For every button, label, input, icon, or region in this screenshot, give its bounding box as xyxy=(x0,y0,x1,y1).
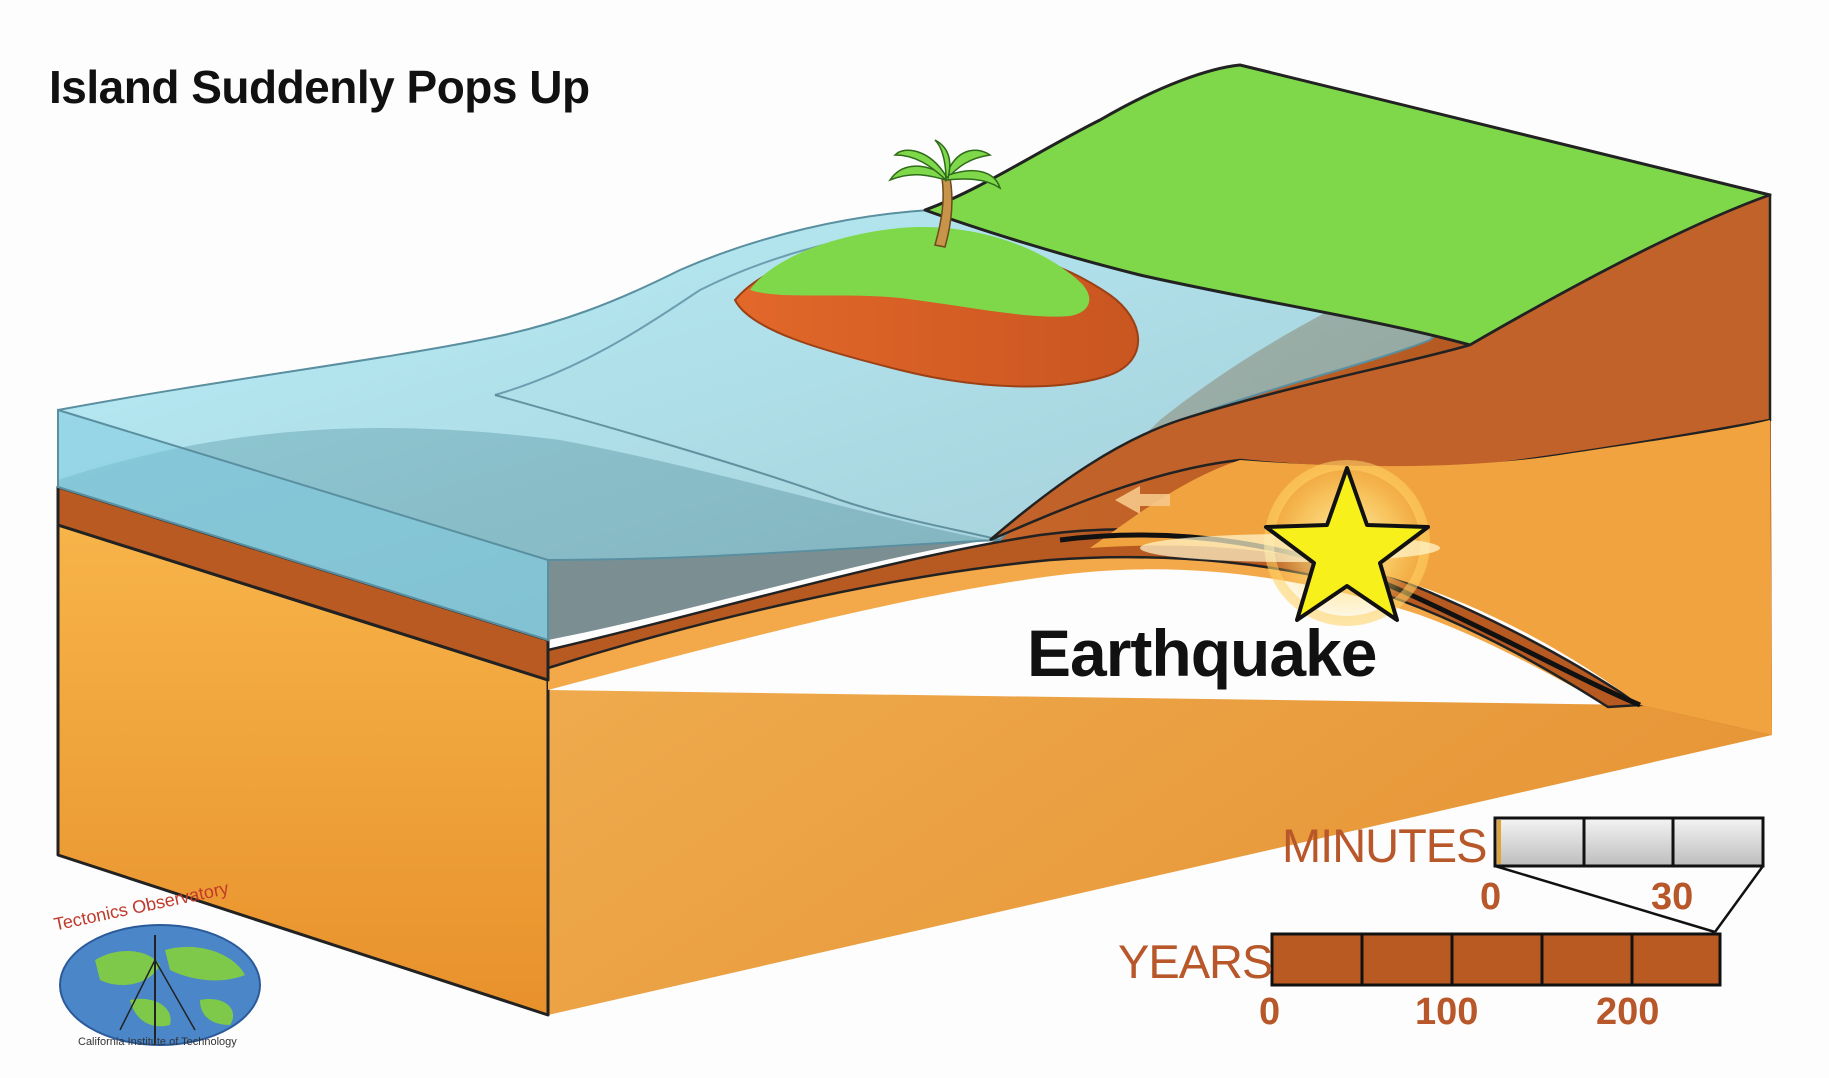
plate-motion-arrow-icon xyxy=(1115,486,1170,514)
years-label: YEARS xyxy=(1118,935,1273,988)
years-tick-100: 100 xyxy=(1415,991,1479,1033)
wave-line-front xyxy=(494,394,1001,541)
years-tick-0: 0 xyxy=(1259,991,1281,1033)
minutes-tick-30: 30 xyxy=(1651,876,1694,918)
years-tick-200: 200 xyxy=(1596,991,1660,1033)
tectonics-observatory-logo xyxy=(59,924,261,1046)
minutes-tick-0: 0 xyxy=(1480,876,1502,918)
minutes-progress-fill xyxy=(1497,820,1501,864)
earthquake-label: Earthquake xyxy=(1027,616,1377,690)
palm-leaves xyxy=(888,139,1002,190)
minutes-bar xyxy=(1493,816,1765,868)
island-top xyxy=(750,227,1090,317)
earthquake-star-icon xyxy=(1264,466,1430,622)
diagram-title: Island Suddenly Pops Up xyxy=(49,61,590,113)
block-side-face xyxy=(548,195,1772,1015)
zoom-connector xyxy=(1494,864,1765,934)
ocean-front-face xyxy=(57,408,549,642)
mantle-wedge xyxy=(1090,420,1772,735)
years-bar xyxy=(1270,932,1722,987)
logo-institution: California Institute of Technology xyxy=(78,1036,237,1048)
minutes-label: MINUTES xyxy=(1282,819,1487,872)
